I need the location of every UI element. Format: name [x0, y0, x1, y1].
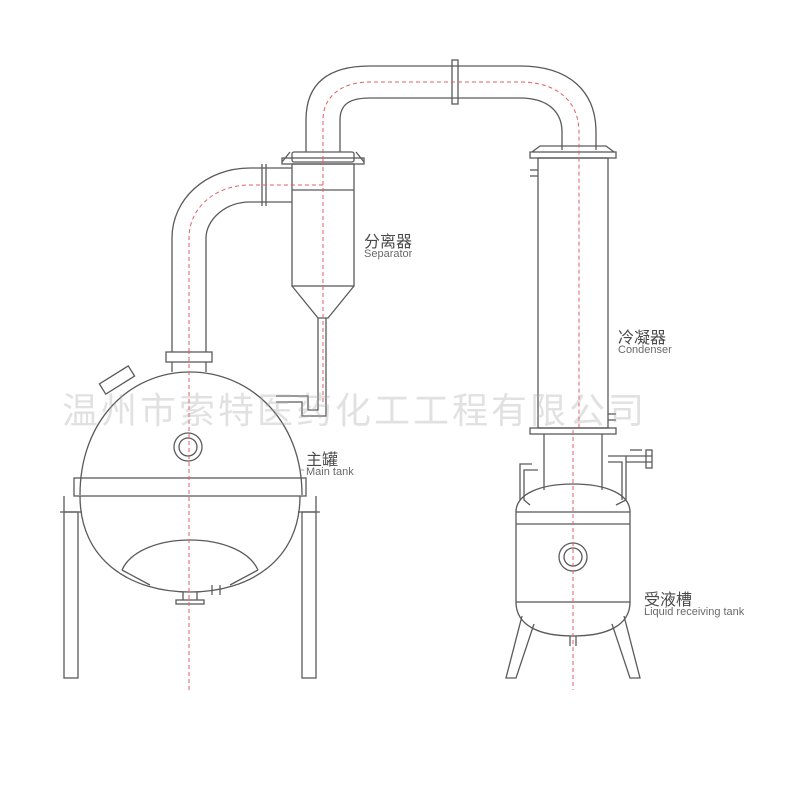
separator-label-cn: 分离器 — [364, 232, 413, 251]
condenser-label-en: Condenser — [618, 344, 672, 356]
receiving-tank-legs — [505, 615, 641, 679]
vapor-pipe-1 — [171, 164, 292, 352]
main-tank-label-cn: 主罐 — [306, 450, 339, 469]
receiving-tank-label-cn: 受液槽 — [644, 590, 693, 609]
main-tank-legs — [60, 496, 320, 679]
separator — [276, 151, 365, 417]
main-tank-label-en: Main tank — [306, 466, 354, 478]
separator-label-en: Separator — [364, 248, 413, 260]
main-tank — [60, 351, 320, 679]
vapor-pipe-2 — [305, 59, 597, 152]
main-tank-manhole — [98, 365, 136, 395]
receiving-tank-label-en: Liquid receiving tank — [644, 606, 745, 618]
main-tank-sight-glass — [173, 432, 203, 462]
condenser — [519, 145, 653, 506]
condenser-label-cn: 冷凝器 — [618, 328, 667, 347]
centerlines — [188, 81, 580, 690]
